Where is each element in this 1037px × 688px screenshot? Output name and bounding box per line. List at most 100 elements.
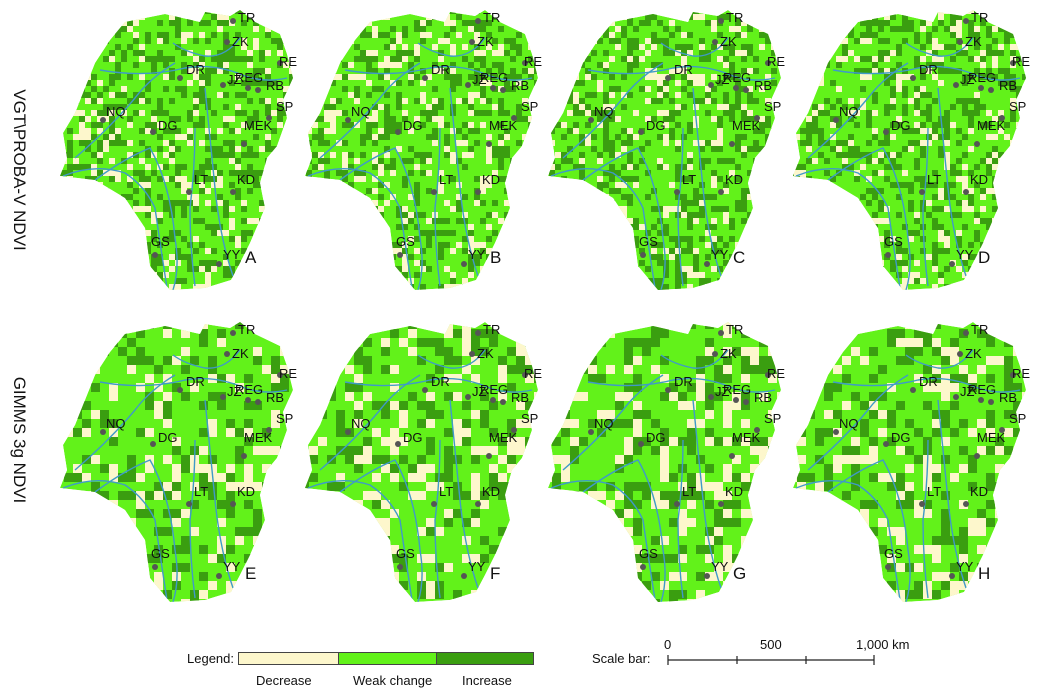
city-label-rb: RB <box>511 390 529 405</box>
city-label-jz: JZ <box>960 384 975 399</box>
city-dot-lt <box>674 189 680 195</box>
city-dot-jz <box>953 394 959 400</box>
city-dot-lt <box>431 501 437 507</box>
panel-letter-d: D <box>978 248 991 267</box>
city-label-kd: KD <box>482 172 500 187</box>
city-dot-dg <box>395 441 401 447</box>
city-dot-rb <box>988 399 994 405</box>
city-label-rb: RB <box>266 78 284 93</box>
city-label-gs: GS <box>639 546 658 561</box>
city-label-reg: REG <box>235 382 263 397</box>
city-label-re: RE <box>524 366 542 381</box>
city-dot-zk <box>224 39 230 45</box>
city-label-jz: JZ <box>960 72 975 87</box>
city-label-tr: TR <box>483 322 500 337</box>
legend-swatch-decrease <box>238 652 339 665</box>
city-label-dg: DG <box>403 118 423 133</box>
city-dot-re <box>1010 372 1016 378</box>
city-label-gs: GS <box>639 234 658 249</box>
city-label-kd: KD <box>725 172 743 187</box>
city-dot-gs <box>152 564 158 570</box>
legend-swatch-weak-change <box>338 652 437 665</box>
city-dot-rb <box>988 87 994 93</box>
row-label-vgt: VGT\PROBA-V NDVI <box>10 89 29 251</box>
city-label-mek: MEK <box>732 118 761 133</box>
city-label-tr: TR <box>238 10 255 25</box>
city-label-zk: ZK <box>477 346 494 361</box>
city-label-yy: YY <box>711 559 729 574</box>
scale-bar <box>667 655 875 665</box>
city-label-reg: REG <box>480 382 508 397</box>
city-label-zk: ZK <box>720 34 737 49</box>
city-dot-dg <box>883 129 889 135</box>
city-dot-jz <box>465 82 471 88</box>
city-label-dr: DR <box>186 374 205 389</box>
city-label-reg: REG <box>723 70 751 85</box>
city-label-jz: JZ <box>227 72 242 87</box>
city-label-re: RE <box>279 366 297 381</box>
city-label-zk: ZK <box>232 34 249 49</box>
city-label-rb: RB <box>999 78 1017 93</box>
city-label-mek: MEK <box>977 430 1006 445</box>
city-dot-re <box>765 60 771 66</box>
city-dot-mek <box>974 141 980 147</box>
scale-label-1000: 1,000 km <box>856 637 910 652</box>
city-label-lt: LT <box>682 484 696 499</box>
city-label-dr: DR <box>431 374 450 389</box>
city-label-tr: TR <box>726 10 743 25</box>
city-label-rb: RB <box>999 390 1017 405</box>
city-dot-dr <box>177 387 183 393</box>
city-label-nq: NQ <box>839 416 859 431</box>
row-label-gimms: GIMMS 3g NDVI <box>10 376 29 504</box>
city-label-dr: DR <box>919 62 938 77</box>
city-dot-rb <box>255 399 261 405</box>
city-dot-kd <box>230 501 236 507</box>
city-dot-jz <box>220 82 226 88</box>
city-dot-nq <box>588 429 594 435</box>
city-label-tr: TR <box>483 10 500 25</box>
city-label-rb: RB <box>511 78 529 93</box>
city-label-sp: SP <box>1009 99 1026 114</box>
city-dot-kd <box>475 501 481 507</box>
city-dot-re <box>522 60 528 66</box>
city-label-yy: YY <box>223 247 241 262</box>
city-dot-rb <box>500 87 506 93</box>
city-label-re: RE <box>1012 54 1030 69</box>
city-label-dr: DR <box>919 374 938 389</box>
city-label-lt: LT <box>439 172 453 187</box>
city-label-nq: NQ <box>106 104 126 119</box>
city-dot-tr <box>475 18 481 24</box>
city-dot-reg <box>490 397 496 403</box>
city-dot-jz <box>953 82 959 88</box>
city-label-reg: REG <box>480 70 508 85</box>
city-label-jz: JZ <box>715 72 730 87</box>
city-label-sp: SP <box>276 99 293 114</box>
city-label-dg: DG <box>891 118 911 133</box>
city-label-zk: ZK <box>477 34 494 49</box>
city-label-nq: NQ <box>106 416 126 431</box>
city-dot-tr <box>963 330 969 336</box>
city-label-re: RE <box>279 54 297 69</box>
city-label-reg: REG <box>968 382 996 397</box>
city-label-gs: GS <box>151 546 170 561</box>
city-label-dg: DG <box>158 118 178 133</box>
city-label-lt: LT <box>439 484 453 499</box>
city-dot-nq <box>833 429 839 435</box>
city-dot-zk <box>469 39 475 45</box>
city-dot-dg <box>638 129 644 135</box>
city-label-nq: NQ <box>351 416 371 431</box>
city-label-jz: JZ <box>472 72 487 87</box>
city-dot-jz <box>708 82 714 88</box>
city-dot-dr <box>422 75 428 81</box>
city-dot-re <box>522 372 528 378</box>
city-dot-gs <box>152 252 158 258</box>
city-label-mek: MEK <box>244 118 273 133</box>
city-dot-rb <box>500 399 506 405</box>
city-label-sp: SP <box>521 99 538 114</box>
city-label-sp: SP <box>521 411 538 426</box>
city-dot-kd <box>718 501 724 507</box>
city-label-nq: NQ <box>594 416 614 431</box>
city-label-dr: DR <box>431 62 450 77</box>
